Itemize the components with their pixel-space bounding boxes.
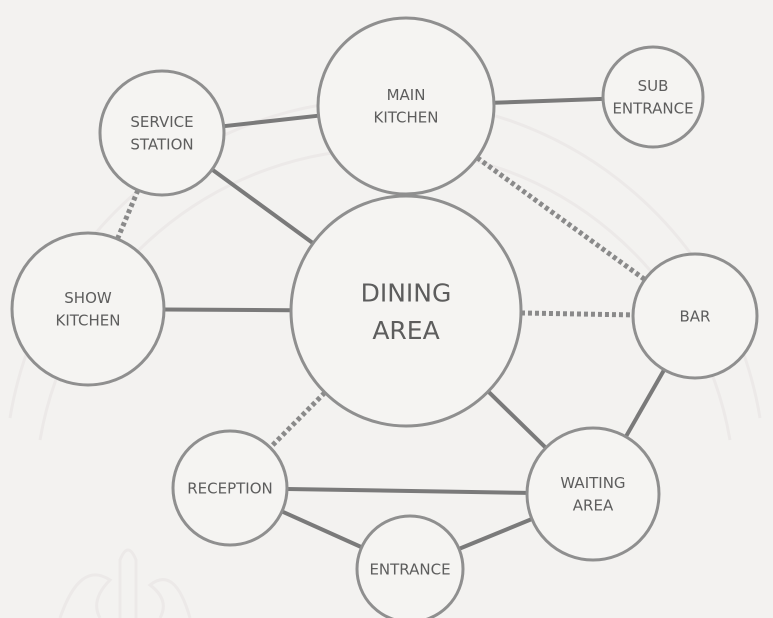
node-circle-sub-entrance: [601, 45, 705, 149]
node-label-service-station: STATION: [130, 136, 193, 154]
node-label-dining-area: AREA: [372, 316, 439, 345]
node-circle-waiting-area: [525, 426, 661, 562]
edge-main-kitchen-to-sub-entrance: [493, 96, 604, 105]
edge-service-station-to-show-kitchen: [115, 189, 141, 240]
node-label-reception: RECEPTION: [187, 479, 273, 497]
node-circle-show-kitchen: [10, 231, 166, 387]
node-entrance: ENTRANCE: [355, 514, 465, 618]
node-sub-entrance: SUB ENTRANCE: [601, 45, 705, 149]
node-label-sub-entrance: SUB: [638, 77, 669, 95]
node-label-entrance: ENTRANCE: [369, 560, 450, 578]
node-bar: BAR: [631, 252, 759, 380]
node-main-kitchen: MAIN KITCHEN: [316, 16, 496, 196]
node-label-sub-entrance: ENTRANCE: [612, 100, 693, 118]
node-label-service-station: SERVICE: [130, 113, 193, 131]
node-circle-main-kitchen: [316, 16, 496, 196]
node-circle-reception: [171, 429, 289, 547]
node-circle-service-station: [98, 69, 226, 197]
node-label-waiting-area: AREA: [573, 497, 614, 515]
node-label-show-kitchen: SHOW: [64, 289, 112, 307]
node-show-kitchen: SHOW KITCHEN: [10, 231, 166, 387]
edge-reception-to-waiting-area: [286, 486, 528, 495]
edge-entrance-to-waiting-area: [458, 517, 533, 551]
node-label-dining-area: DINING: [361, 278, 452, 307]
node-circle-entrance: [355, 514, 465, 618]
edges-layer: [115, 96, 666, 551]
edge-service-station-to-dining-area: [210, 167, 315, 245]
edge-dining-area-to-bar: [520, 310, 634, 318]
nodes-layer: MAIN KITCHEN SUB ENTRANCE SERVICE STATION SHOW…: [10, 16, 759, 618]
edge-show-kitchen-to-dining-area: [163, 307, 292, 313]
node-reception: RECEPTION: [171, 429, 289, 547]
edge-dining-area-to-waiting-area: [486, 390, 548, 450]
node-label-bar: BAR: [680, 307, 711, 325]
node-label-main-kitchen: MAIN: [387, 86, 426, 104]
node-circle-dining-area: [289, 194, 523, 428]
edge-reception-to-entrance: [281, 509, 363, 550]
node-label-main-kitchen: KITCHEN: [374, 109, 439, 127]
edge-bar-to-waiting-area: [624, 368, 666, 438]
node-label-waiting-area: WAITING: [560, 474, 625, 492]
node-label-show-kitchen: KITCHEN: [56, 312, 121, 330]
node-dining-area: DINING AREA: [289, 194, 523, 428]
node-service-station: SERVICE STATION: [98, 69, 226, 197]
edge-service-station-to-main-kitchen: [223, 113, 319, 129]
node-waiting-area: WAITING AREA: [525, 426, 661, 562]
edge-dining-area-to-reception: [268, 390, 327, 450]
node-circle-bar: [631, 252, 759, 380]
